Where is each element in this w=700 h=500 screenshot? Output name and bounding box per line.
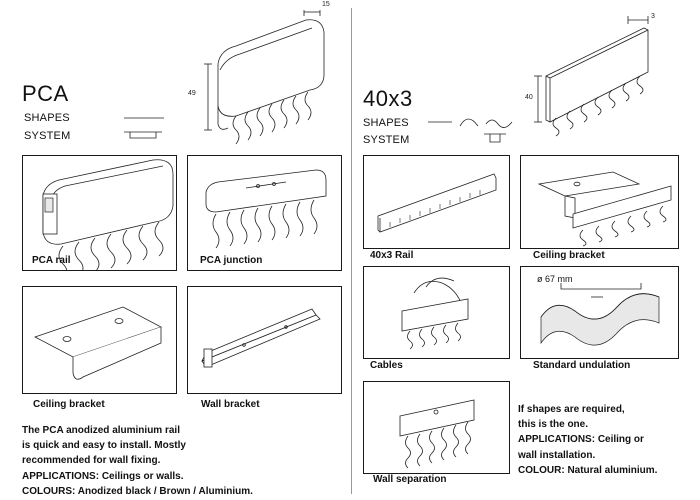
rail-40x3-panel: [363, 155, 510, 249]
wall-separation-illustration: [399, 399, 475, 469]
pca-applications-line: APPLICATIONS: Ceilings or walls.: [22, 470, 184, 482]
pca-junction-caption: PCA junction: [200, 255, 263, 266]
pca-rail-illustration: [42, 159, 174, 270]
rail-40x3-title: 40x3: [363, 86, 413, 111]
pca-rail-panel: PCA rail: [22, 155, 177, 271]
pca-shapes-label: SHAPES: [24, 112, 70, 124]
pca-shape-symbols: [124, 117, 164, 139]
cables-illustration: [401, 277, 469, 350]
pca-wall-bracket-illustration: [201, 308, 321, 368]
pca-description: The PCA anodized aluminium rail is quick…: [22, 423, 342, 499]
pca-wall-bracket-panel: [187, 286, 342, 394]
undulation-diameter-note: ø 67 mm: [537, 274, 573, 284]
pca-ceiling-bracket-illustration: [33, 306, 163, 380]
pca-height-dimension: 49: [188, 90, 196, 97]
rail-40x3-description-line: this is the one.: [518, 419, 589, 431]
wall-separation-panel: [363, 381, 510, 474]
rail-40x3-shapes-label: SHAPES: [363, 117, 409, 129]
pca-junction-illustration: [205, 169, 327, 249]
pca-system-icon: [124, 131, 162, 139]
rail-40x3-system-icon: [484, 133, 506, 143]
pca-description-line: The PCA anodized aluminium rail: [22, 425, 180, 436]
standard-undulation-caption: Standard undulation: [533, 360, 631, 371]
pca-description-line: recommended for wall fixing.: [22, 455, 161, 467]
cables-panel: [363, 266, 510, 359]
pca-colours-line: COLOURS: Anodized black / Brown / Alumin…: [22, 485, 253, 497]
pca-system-label: SYSTEM: [24, 130, 71, 142]
pca-width-dimension: 15: [322, 1, 330, 8]
standard-undulation-illustration: [540, 283, 660, 346]
rail-40x3-height-dimension: 40: [525, 94, 533, 101]
cables-caption: Cables: [370, 360, 403, 371]
rail-40x3-description-line: If shapes are required,: [518, 404, 625, 415]
pca-description-line: is quick and easy to install. Mostly: [22, 440, 186, 452]
pca-ceiling-bracket-panel: [22, 286, 177, 394]
rail-40x3-caption: 40x3 Rail: [370, 250, 414, 261]
rail-40x3-colour-line: COLOUR: Natural aluminium.: [518, 464, 658, 476]
rail-40x3-width-dimension: 3: [651, 13, 655, 20]
pca-rail-caption: PCA rail: [32, 255, 71, 266]
standard-undulation-panel: ø 67 mm: [520, 266, 679, 359]
rail-40x3-applications-line: wall installation.: [518, 449, 596, 461]
pca-ceiling-bracket-caption: Ceiling bracket: [33, 399, 105, 410]
rail-40x3-ceiling-bracket-illustration: [537, 171, 672, 247]
rail-40x3-illustration: [377, 173, 497, 233]
wave-shape-icon: [485, 119, 513, 128]
pca-profile-drawing: [204, 10, 325, 145]
rail-40x3-description: If shapes are required, this is the one.…: [518, 402, 693, 478]
rail-40x3-profile-drawing: [534, 16, 649, 137]
rail-40x3-ceiling-bracket-caption: Ceiling bracket: [533, 250, 605, 261]
pca-wall-bracket-caption: Wall bracket: [201, 399, 260, 410]
pca-junction-panel: PCA junction: [187, 155, 342, 271]
column-divider: [351, 8, 352, 494]
wall-separation-caption: Wall separation: [373, 474, 447, 485]
rail-40x3-applications-line: APPLICATIONS: Ceiling or: [518, 434, 644, 446]
rail-40x3-ceiling-bracket-panel: [520, 155, 679, 249]
rail-40x3-shape-symbols: [428, 118, 513, 143]
rail-40x3-system-label: SYSTEM: [363, 134, 410, 146]
pca-title: PCA: [22, 81, 69, 106]
curve-shape-icon: [459, 118, 479, 127]
